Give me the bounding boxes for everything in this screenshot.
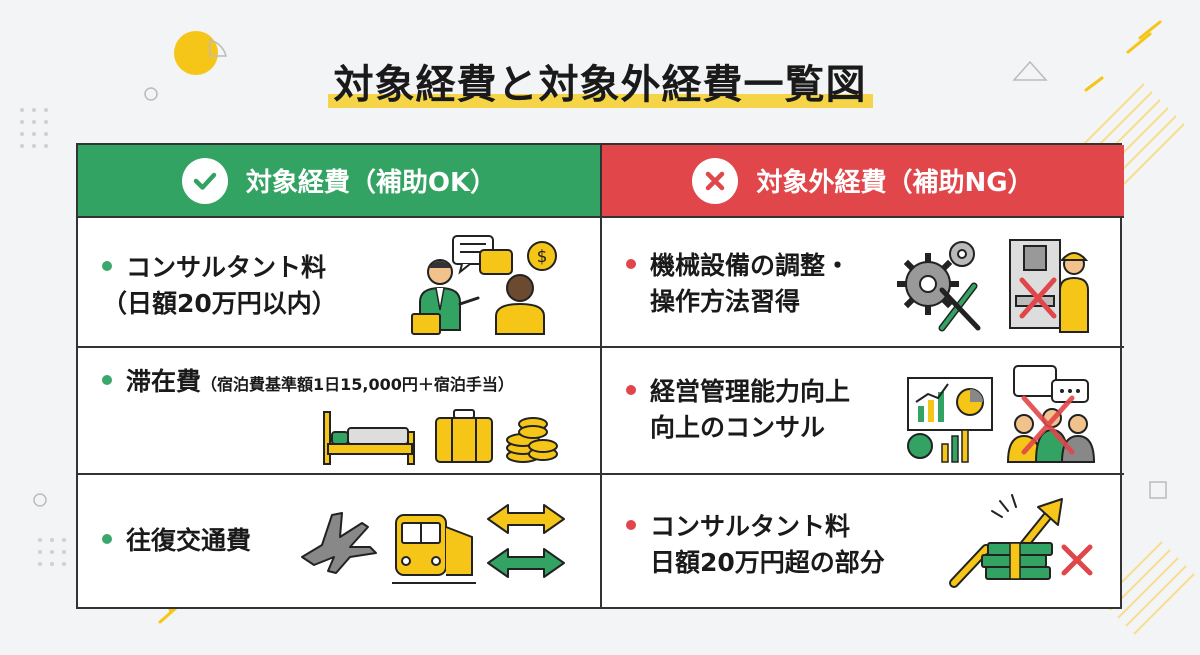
ineligible-header: 対象外経費（補助NG） [602,145,1124,218]
item-note: （宿泊費基準額1日15,000円＋宿泊手当） [201,375,514,394]
management-chart-icon [907,365,1096,463]
item-label: コンサルタント料 [126,253,327,282]
eligible-item-stay: 滞在費（宿泊費基準額1日15,000円＋宿泊手当） [78,348,600,475]
item-sublabel: 日額20万円超の部分 [650,548,885,577]
cross-icon [692,157,739,204]
ineligible-item-machine: 機械設備の調整・ 操作方法習得 [602,218,1124,348]
money-excess-icon [949,494,1093,588]
ineligible-column: 対象外経費（補助NG） 機械設備の調整・ 操作方法習得 [600,145,1124,607]
item-label: 往復交通費 [126,526,252,555]
bullet-dot [102,261,112,271]
item-sublabel: 操作方法習得 [650,287,801,316]
check-icon [181,157,228,204]
eligible-header: 対象経費（補助OK） [78,145,600,218]
bullet-dot [626,259,636,269]
bullet-dot [102,534,112,544]
item-sublabel: 向上のコンサル [650,413,826,442]
item-label: コンサルタント料 [650,512,851,541]
eligible-item-consultant: コンサルタント料 （日額20万円以内） $ [78,218,600,348]
item-sublabel: （日額20万円以内） [102,289,337,318]
bed-luggage-coins-icon [323,409,558,465]
svg-text:$: $ [537,247,548,267]
eligible-column: 対象経費（補助OK） コンサルタント料 （日額20万円以内） $ [78,145,600,607]
bullet-dot [626,385,636,395]
page-title: 対象経費と対象外経費一覧図 [327,52,873,110]
bullet-dot [626,520,636,530]
item-label: 滞在費 [126,367,202,396]
item-label: 経営管理能力向上 [650,377,851,406]
expense-table: 対象経費（補助OK） コンサルタント料 （日額20万円以内） $ [76,143,1124,609]
ineligible-item-excess-fee: コンサルタント料 日額20万円超の部分 [602,475,1124,607]
plane-train-arrows-icon [301,504,565,584]
ineligible-item-management: 経営管理能力向上 向上のコンサル [602,348,1124,475]
consultation-icon: $ [411,235,557,335]
item-label: 機械設備の調整・ [650,251,851,280]
bullet-dot [102,375,112,385]
ineligible-header-label: 対象外経費（補助NG） [756,168,1034,198]
gears-machine-icon [897,239,1089,333]
eligible-header-label: 対象経費（補助OK） [245,168,497,198]
eligible-item-transport: 往復交通費 [78,475,600,607]
